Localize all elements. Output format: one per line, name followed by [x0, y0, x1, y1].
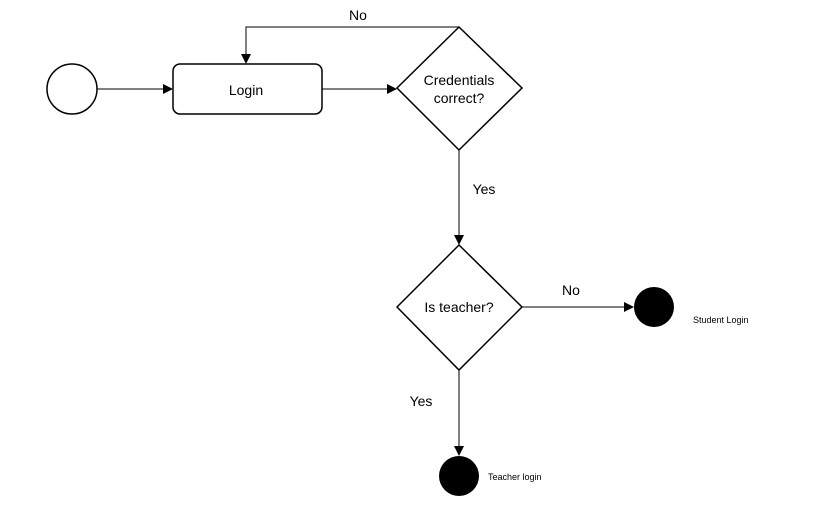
teacher-end-node — [439, 456, 479, 496]
login-label: Login — [229, 82, 263, 98]
credentials-decision: Credentials correct? — [395, 25, 524, 152]
credentials-label-line2: correct? — [434, 90, 485, 106]
edge-label-teacher-no: No — [562, 282, 580, 298]
student-end-node — [634, 287, 674, 327]
is-teacher-label: Is teacher? — [424, 299, 493, 315]
teacher-end-label: Teacher login — [488, 472, 542, 482]
start-node — [46, 63, 98, 115]
credentials-label-line1: Credentials — [424, 72, 495, 88]
login-action: Login — [172, 63, 323, 115]
is-teacher-decision: Is teacher? — [395, 243, 524, 372]
edge-label-teacher-yes: Yes — [410, 393, 433, 409]
edge-label-credentials-no: No — [349, 7, 367, 23]
edge-label-credentials-yes: Yes — [473, 181, 496, 197]
credentials-diamond — [395, 25, 524, 152]
student-end-label: Student Login — [693, 315, 749, 325]
edge-credentials-no-loop — [241, 26, 459, 64]
